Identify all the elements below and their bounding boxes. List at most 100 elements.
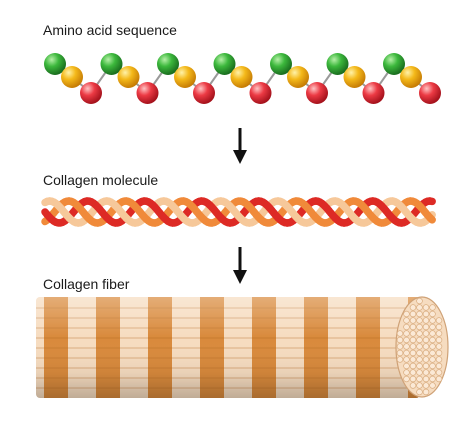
fibril-end [396,343,404,350]
fibril-end [403,362,410,370]
amino-acid-green [383,53,405,75]
helix-strand-peach-segment [173,207,183,218]
helix-strand-red-segment [98,208,109,219]
fibril-end [416,330,423,337]
fibril-end [409,343,417,350]
helix-strand-peach-segment [61,209,71,220]
helix-strand-red-segment [41,208,51,219]
amino-acid-green [44,53,66,75]
amino-acid-beads [44,53,441,104]
fibril-end [422,330,430,337]
amino-acid-red [249,82,272,104]
fibril-end [403,343,410,350]
fibril-end [429,317,436,324]
fibril-end [403,310,410,318]
fibril-end [409,369,417,376]
fibril-end [396,356,404,363]
fibril-end [416,388,423,396]
fibril-end [435,343,443,350]
fibril-end [429,349,436,357]
fibril-end [416,382,423,389]
fibril-end [429,310,436,318]
fibril-end [429,382,436,389]
amino-acid-red [362,82,385,104]
amino-acid-yellow [343,66,366,88]
fibril-end [435,356,443,363]
fibril-end [409,336,417,344]
fibril-end [416,349,423,357]
fibril-end [429,362,436,370]
amino-acid-yellow [117,66,140,88]
collagen-triple-helix [41,197,436,227]
fibril-end [422,356,430,363]
fibril-end [429,369,436,376]
fibril-end [403,330,410,337]
label-amino-acid-sequence: Amino acid sequence [43,22,177,38]
fibril-end [409,375,417,383]
fibril-end [396,349,404,357]
fibril-end [422,362,430,370]
fibril-end [409,310,417,318]
fibril-end [409,382,417,389]
fibril-end [409,304,417,311]
fibril-end [416,369,423,376]
amino-acid-red [136,82,159,104]
amino-acid-green [326,53,349,75]
helix-strand-peach-segment [118,209,128,220]
amino-acid-red [193,82,215,104]
fibril-end [416,297,423,305]
fibril-end [409,317,417,324]
fibril-end [422,317,430,324]
helix-strand-red-segment [327,209,337,220]
label-collagen-molecule: Collagen molecule [43,172,159,188]
fibril-end [403,317,410,324]
fibril-end [429,323,436,331]
fibril-end [422,310,430,318]
fibril-end [435,369,443,376]
amino-acid-yellow [230,66,253,88]
fibril-end [416,304,423,311]
fibril-end [422,349,430,357]
fibril-end [435,362,443,370]
helix-strand-orange-segment [364,208,375,219]
fibril-end [396,330,404,337]
fibril-end [435,330,443,337]
helix-strand-orange-segment [250,208,260,219]
amino-acid-green [270,53,292,75]
fibril-end [409,349,417,357]
amino-acid-green [213,53,236,75]
fibril-end [429,356,436,363]
fibril-end [403,336,410,344]
helix-strand-red-segment [212,208,223,220]
fibril-end [435,336,443,344]
fibril-end [416,375,423,383]
amino-acid-red [80,82,102,104]
amino-acid-yellow [287,66,309,88]
helix-strand-red-segment [270,209,280,220]
fibril-end [416,317,423,324]
collagen-fiber-bundle [36,296,449,398]
fibril-end [416,343,423,350]
helix-strand-orange-segment [41,216,51,226]
fibril-end [422,336,430,344]
fibril-end [422,304,430,311]
helix-strand-peach-segment [287,207,298,218]
fibril-end [403,323,410,331]
helix-strand-orange-segment [135,207,146,218]
fibril-end [429,330,436,337]
fibril-end [409,330,417,337]
amino-acid-red [306,82,328,104]
amino-acid-green [100,53,123,75]
fibril-end [416,336,423,344]
fibril-end [429,375,436,383]
helix-strand-peach-segment [402,208,412,219]
label-collagen-fiber: Collagen fiber [43,276,130,292]
fibril-end [409,356,417,363]
down-arrow-icon [233,247,247,284]
fibril-end [422,388,430,396]
fibril-end [416,356,423,363]
helix-strand-red-segment [382,207,392,218]
amino-acid-chain [44,53,441,104]
amino-acid-yellow [61,66,83,88]
